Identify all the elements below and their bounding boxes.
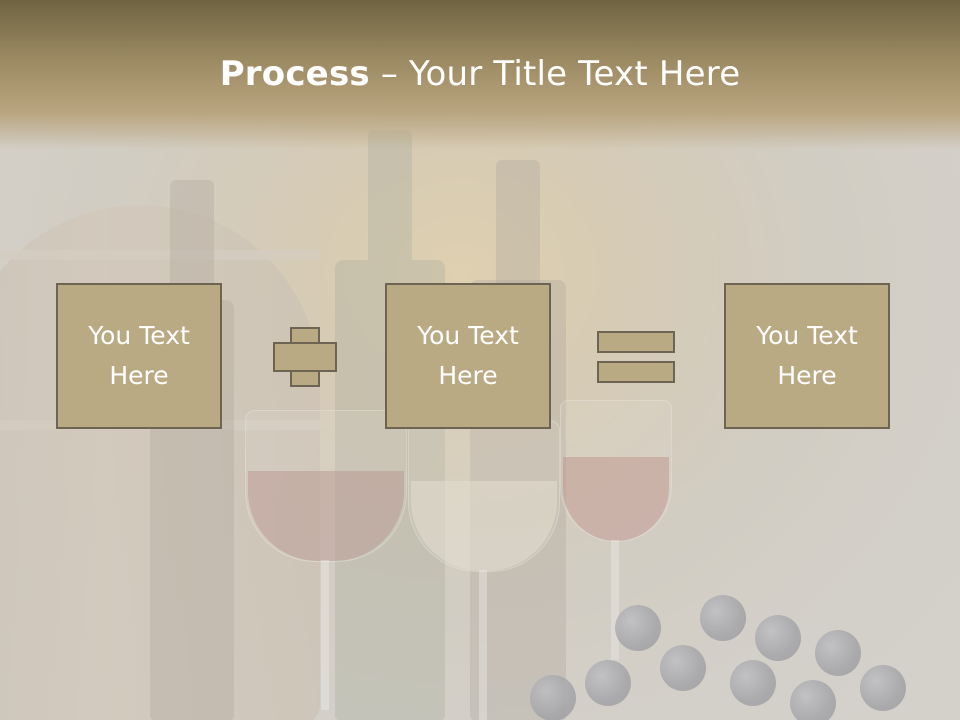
equals-icon-top-bar	[597, 331, 675, 353]
process-box-2-text: You Text Here	[417, 321, 519, 390]
process-box-1[interactable]: You Text Here	[56, 283, 222, 429]
equals-icon-bottom-bar	[597, 361, 675, 383]
process-box-3[interactable]: You Text Here	[724, 283, 890, 429]
title-band	[0, 0, 960, 150]
process-box-3-text: You Text Here	[756, 321, 858, 390]
plus-icon-center	[292, 344, 318, 370]
process-box-2[interactable]: You Text Here	[385, 283, 551, 429]
slide-title[interactable]: Process – Your Title Text Here	[0, 54, 960, 94]
process-box-1-text: You Text Here	[88, 321, 190, 390]
title-text: – Your Title Text Here	[369, 54, 741, 94]
title-bold-text: Process	[219, 54, 370, 94]
